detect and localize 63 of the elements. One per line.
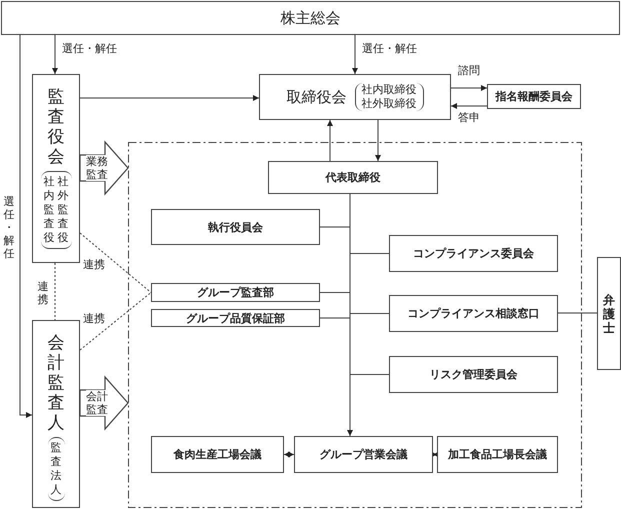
arrow <box>347 194 353 436</box>
box-label: 指名報酬委員会 <box>496 89 572 104</box>
org-box <box>259 74 451 120</box>
arrow <box>450 103 488 109</box>
box-label: 株主総会 <box>280 8 340 28</box>
double-arrow <box>284 452 294 458</box>
org-box <box>389 356 558 393</box>
arrow <box>20 34 32 418</box>
arrow <box>327 120 333 162</box>
org-box <box>32 74 80 263</box>
box-label: 食肉生産工場会議 <box>174 447 262 462</box>
arrow <box>80 95 260 101</box>
header-box <box>1 1 620 35</box>
arrow <box>450 85 488 91</box>
double-arrow <box>431 452 439 458</box>
dotted-line <box>54 262 56 320</box>
box-label: コンプライアンス相談窓口 <box>408 306 540 321</box>
edge-label: 連携 <box>37 280 50 306</box>
connector-line <box>558 312 598 314</box>
edge-label: 業務監査 <box>86 155 110 181</box>
note-text: 社外監査役 <box>58 175 68 245</box>
edge-label: 選任・解任 <box>62 42 117 55</box>
org-box <box>151 436 284 473</box>
dotted-line <box>80 292 152 350</box>
note-text: 社内取締役 <box>362 83 416 97</box>
org-box <box>389 295 558 332</box>
org-box <box>151 283 320 302</box>
edge-label: 会計監査 <box>86 390 110 416</box>
box-label: 取締役会 <box>286 88 346 106</box>
org-box <box>268 161 438 194</box>
org-box <box>32 320 80 508</box>
box-label: リスク管理委員会 <box>430 367 518 382</box>
org-box <box>151 309 320 327</box>
edge-label: 選任・解任 <box>3 195 16 260</box>
box-label: グループ監査部 <box>197 285 274 300</box>
arrow <box>375 120 381 162</box>
edge-label: 諮問 <box>458 64 480 77</box>
org-box <box>437 436 558 473</box>
note-text: 社外取締役 <box>362 97 416 111</box>
edge-label: 選任・解任 <box>362 42 417 55</box>
box-label: グループ品質保証部 <box>186 310 285 326</box>
note-text: 監査法人 <box>50 441 62 497</box>
dotted-line <box>80 232 152 293</box>
edge-label: 連携 <box>83 312 105 325</box>
box-label: 加工食品工場長会議 <box>448 447 547 462</box>
note-text: 社内監査役 <box>44 175 54 245</box>
box-label: 弁護士 <box>603 292 615 334</box>
edge-label: 答申 <box>458 111 480 124</box>
org-box <box>294 436 433 473</box>
org-box <box>487 84 581 109</box>
box-label: 執行役員会 <box>208 220 263 234</box>
box-label: グループ営業会議 <box>320 447 408 462</box>
edge-label: 連携 <box>83 258 105 271</box>
box-label: 代表取締役 <box>326 170 380 185</box>
box-label: コンプライアンス委員会 <box>413 246 534 261</box>
box-label: 会計監査人 <box>48 333 64 433</box>
arrow <box>352 34 358 74</box>
org-box <box>389 235 558 272</box>
org-box <box>597 257 621 370</box>
org-box <box>151 209 320 245</box>
group-frame <box>128 142 582 508</box>
box-label: 監査役会 <box>48 87 64 167</box>
arrow <box>52 34 58 74</box>
